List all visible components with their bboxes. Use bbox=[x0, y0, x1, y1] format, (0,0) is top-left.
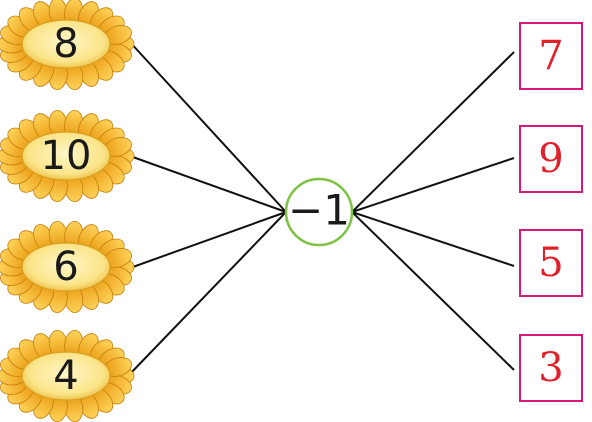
answer-box-frame bbox=[519, 229, 583, 297]
output-boxes: 7 9 5 3 bbox=[519, 22, 583, 402]
answer-box-1: 7 bbox=[519, 22, 583, 90]
flower-center bbox=[21, 19, 111, 69]
input-flowers: 8 10 6 4 bbox=[0, 0, 135, 422]
input-number: 8 bbox=[53, 21, 78, 67]
answer-box-3: 5 bbox=[519, 229, 583, 297]
operator-circle bbox=[284, 177, 354, 247]
input-number: 10 bbox=[41, 133, 92, 179]
answer-value: 9 bbox=[538, 136, 563, 182]
operator-label: −1 bbox=[288, 186, 350, 235]
sunflower-icon: 8 bbox=[0, 0, 135, 90]
sunflower-icon: 4 bbox=[0, 330, 135, 422]
input-number: 6 bbox=[53, 244, 78, 290]
answer-box-4: 3 bbox=[519, 334, 583, 402]
answer-box-frame bbox=[519, 334, 583, 402]
connector-left-3 bbox=[129, 211, 287, 269]
connector-left-2 bbox=[129, 155, 287, 213]
operator-node: −1 bbox=[284, 177, 354, 247]
connector-right-3 bbox=[351, 211, 515, 267]
answer-box-2: 9 bbox=[519, 125, 583, 193]
input-number: 4 bbox=[53, 353, 78, 399]
connector-lines bbox=[127, 39, 515, 377]
connector-right-4 bbox=[351, 211, 515, 371]
answer-value: 3 bbox=[538, 345, 563, 391]
connector-right-1 bbox=[351, 51, 515, 213]
connector-left-4 bbox=[127, 211, 287, 377]
answer-value: 7 bbox=[538, 33, 563, 79]
flower-center bbox=[21, 242, 111, 292]
sunflower-icon: 6 bbox=[0, 221, 135, 313]
connector-left-1 bbox=[127, 39, 287, 213]
flower-center bbox=[21, 131, 111, 181]
answer-box-frame bbox=[519, 125, 583, 193]
answer-value: 5 bbox=[538, 240, 563, 286]
sunflower-icon: 10 bbox=[0, 110, 135, 202]
connector-right-2 bbox=[351, 157, 515, 213]
flower-center bbox=[21, 351, 111, 401]
answer-box-frame bbox=[519, 22, 583, 90]
